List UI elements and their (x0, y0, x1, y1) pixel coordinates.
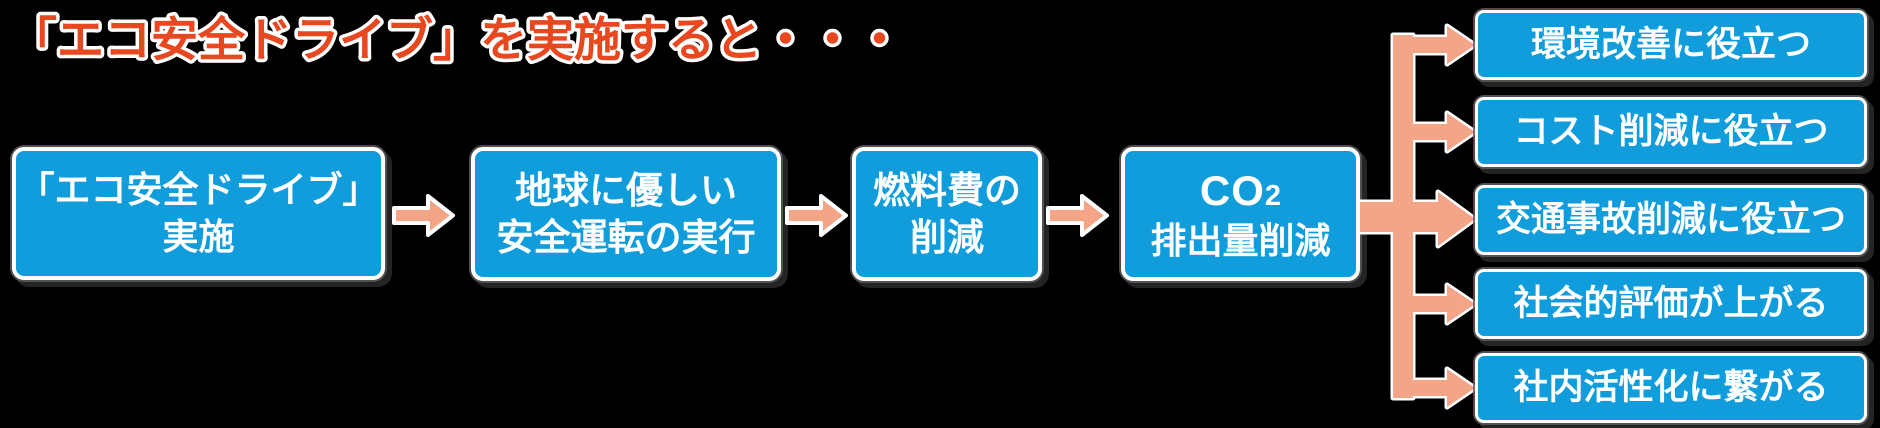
box-text-line: 排出量削減 (1150, 219, 1331, 261)
box-text-line: 地球に優しい (515, 169, 737, 211)
outcome-box-cost-reduction: コスト削減に役立つ (1475, 97, 1867, 167)
box-text-line: 「エコ安全ドライブ」 (18, 169, 379, 211)
outcome-box-environment-improvement: 環境改善に役立つ (1475, 10, 1867, 80)
outcome-box-social-reputation: 社会的評価が上がる (1475, 269, 1867, 339)
box-text-line: 削減 (910, 217, 984, 258)
box-text-line: CO2 (1200, 164, 1281, 218)
box-text-line: 環境改善に役立つ (1530, 24, 1811, 64)
box-text-line: 社内活性化に繋がる (1513, 367, 1829, 407)
branch-connector-arrows-icon (1357, 23, 1478, 410)
co2-subscript: 2 (1264, 180, 1282, 213)
flow-arrow-icon (785, 194, 848, 237)
box-text-line: 安全運転の実行 (496, 217, 756, 258)
diagram-title: 「エコ安全ドライブ」を実施すると・・・ (7, 10, 907, 70)
box-text-line: 燃料費の (873, 169, 1021, 211)
flow-box-eco-safe-drive-implementation: 「エコ安全ドライブ」 実施 (12, 147, 385, 280)
flow-arrow-icon (392, 194, 455, 237)
flow-box-earth-friendly-safe-driving: 地球に優しい 安全運転の実行 (471, 147, 781, 281)
flow-box-fuel-cost-reduction: 燃料費の 削減 (852, 147, 1042, 281)
box-text-line: コスト削減に役立つ (1513, 111, 1829, 151)
diagram-title-text: 「エコ安全ドライブ」を実施すると・・・ (10, 13, 903, 66)
co2-label: CO (1199, 167, 1265, 215)
box-text-line: 実施 (162, 215, 235, 257)
box-text-line: 交通事故削減に役立つ (1495, 199, 1846, 239)
outcome-box-traffic-accident-reduction: 交通事故削減に役立つ (1475, 185, 1867, 255)
flow-arrow-icon (1046, 194, 1109, 237)
flow-box-co2-emission-reduction: CO2 排出量削減 (1121, 147, 1360, 281)
outcome-box-internal-vitalization: 社内活性化に繋がる (1475, 353, 1867, 423)
box-text-line: 社会的評価が上がる (1513, 283, 1829, 323)
